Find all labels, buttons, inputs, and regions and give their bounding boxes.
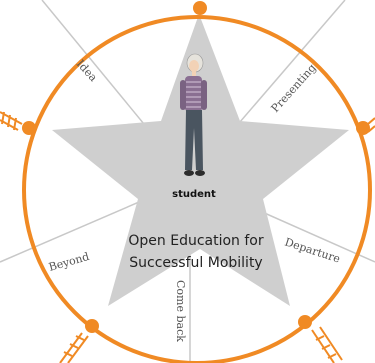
segment-label-presenting: Presenting [269, 61, 319, 115]
ring-node-right [356, 121, 370, 135]
segment-label-beyond: Beyond [47, 250, 91, 274]
orange-ring [22, 15, 372, 363]
segment-label-departure: Departure [283, 235, 342, 265]
ring-node-top [193, 1, 207, 15]
ring-node-left [22, 121, 36, 135]
track-decoration-right [367, 117, 375, 133]
student-figure-icon [180, 53, 207, 176]
center-title-line1: Open Education for [128, 233, 263, 249]
track-decoration-bottom-right [311, 326, 343, 363]
track-decoration-bottom-left [59, 332, 89, 363]
track-decoration-left [0, 111, 23, 131]
student-label: student [172, 189, 216, 200]
ring-node-bottom-right [298, 315, 312, 329]
segment-label-idea: Idea [74, 57, 100, 84]
center-title-line2: Successful Mobility [129, 255, 262, 271]
segment-label-come-back: Come back [174, 280, 187, 342]
ring-node-bottom-left [85, 319, 99, 333]
